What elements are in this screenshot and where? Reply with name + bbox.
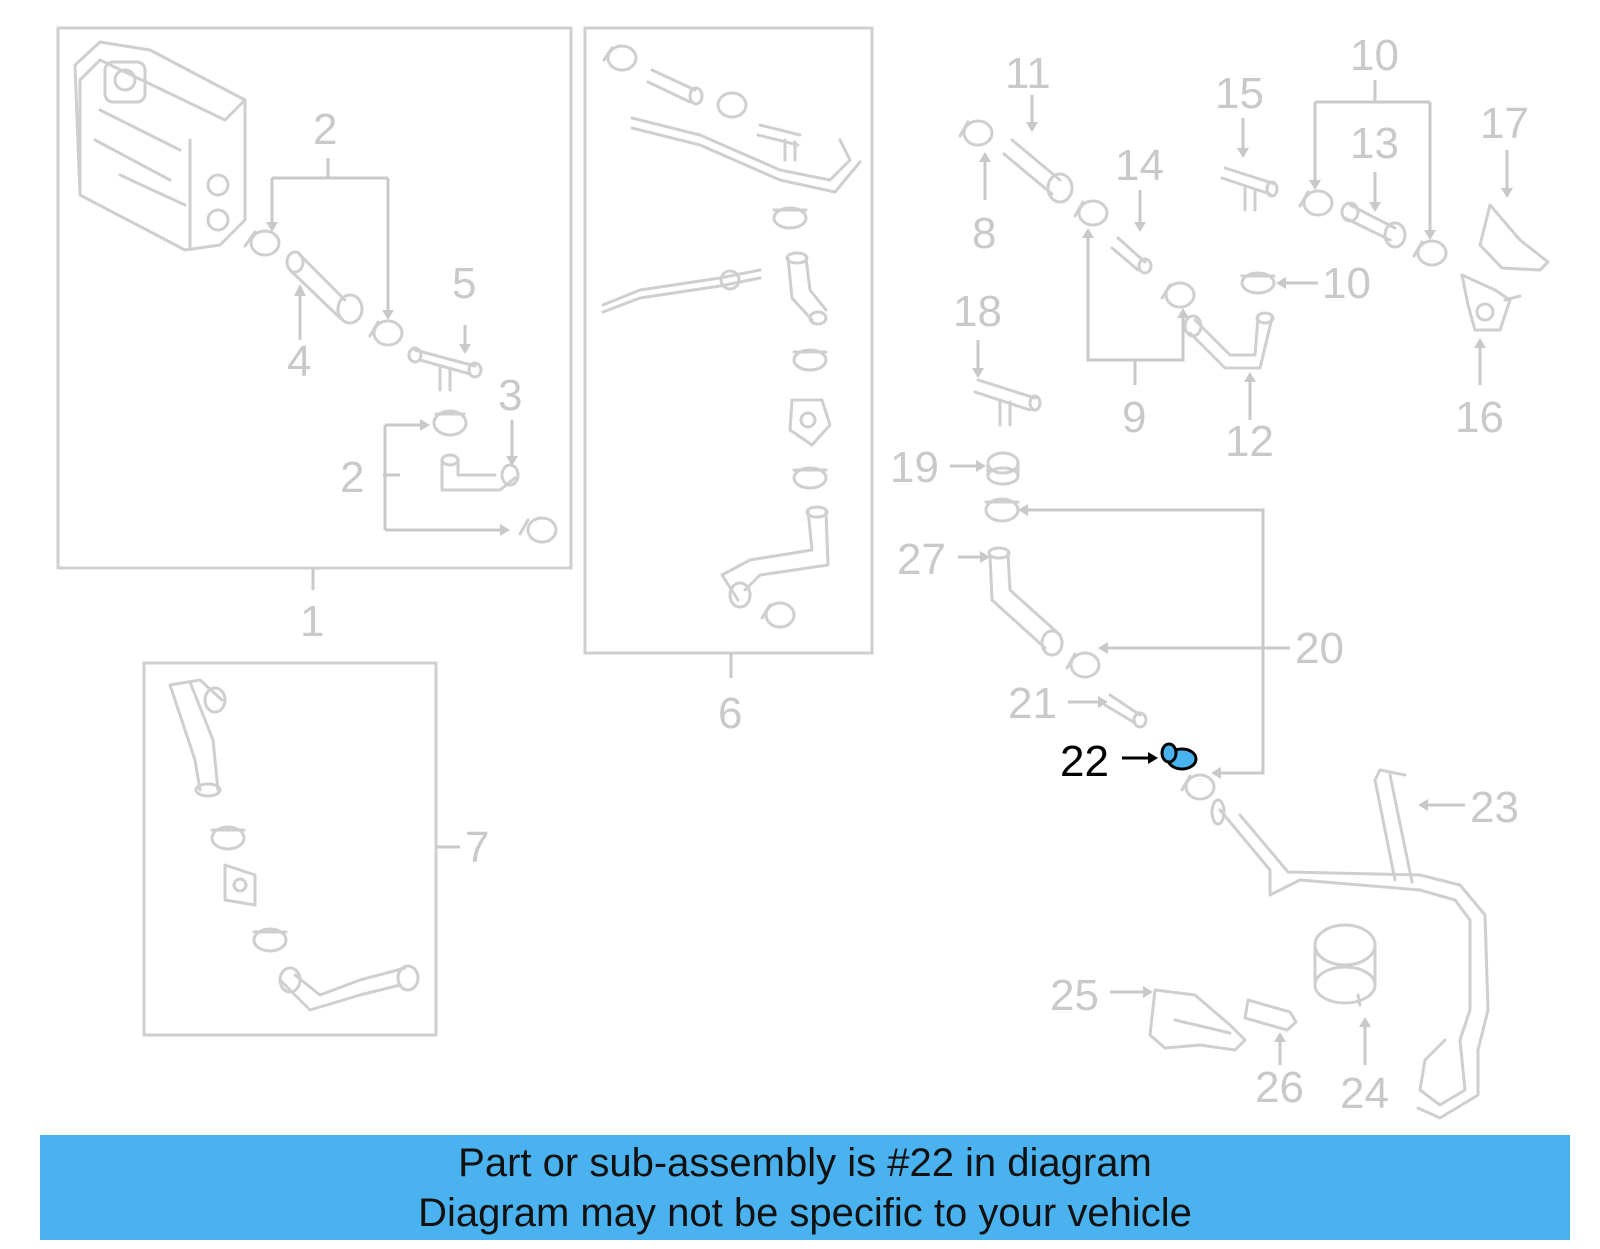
callout-4[interactable]: 4 xyxy=(287,337,311,386)
callout-25[interactable]: 25 xyxy=(1050,971,1099,1020)
callout-8[interactable]: 8 xyxy=(972,209,996,258)
callout-13[interactable]: 13 xyxy=(1350,119,1399,168)
callout-23[interactable]: 23 xyxy=(1470,783,1519,832)
callout-9[interactable]: 9 xyxy=(1122,393,1146,442)
subassembly-box-6 xyxy=(583,26,874,655)
tee-connector-icon xyxy=(407,346,483,392)
banner-line-2: Diagram may not be specific to your vehi… xyxy=(418,1191,1192,1235)
callout-18[interactable]: 18 xyxy=(953,287,1002,336)
callout-2a[interactable]: 2 xyxy=(313,105,337,154)
callout-14[interactable]: 14 xyxy=(1115,141,1164,190)
callout-15[interactable]: 15 xyxy=(1215,69,1264,118)
info-banner: Part or sub-assembly is #22 in diagram D… xyxy=(40,1135,1570,1240)
callout-1[interactable]: 1 xyxy=(300,597,324,646)
clamp-icon xyxy=(518,516,558,544)
callout-22[interactable]: 22 xyxy=(1060,737,1109,786)
subassembly-box-7 xyxy=(142,661,438,1037)
callout-2b[interactable]: 2 xyxy=(340,453,364,502)
clamp-icon xyxy=(432,409,468,437)
part-22-highlight[interactable] xyxy=(1160,742,1198,771)
callout-11[interactable]: 11 xyxy=(1005,49,1051,98)
callout-16[interactable]: 16 xyxy=(1455,393,1504,442)
callout-7[interactable]: 7 xyxy=(465,823,489,872)
callout-10b[interactable]: 10 xyxy=(1322,259,1371,308)
clamp-icon xyxy=(368,319,404,347)
callout-5[interactable]: 5 xyxy=(452,259,476,308)
callout-24[interactable]: 24 xyxy=(1340,1069,1389,1118)
callout-17[interactable]: 17 xyxy=(1480,99,1529,148)
callout-3[interactable]: 3 xyxy=(498,371,522,420)
heater-housing xyxy=(73,40,247,252)
clamp-icon xyxy=(243,229,281,257)
callout-26[interactable]: 26 xyxy=(1255,1063,1304,1112)
callout-20[interactable]: 20 xyxy=(1295,624,1344,673)
callout-27[interactable]: 27 xyxy=(897,535,946,584)
callout-10a[interactable]: 10 xyxy=(1350,31,1399,80)
elbow-hose-icon xyxy=(440,453,520,492)
hose-icon xyxy=(285,250,364,325)
callout-19[interactable]: 19 xyxy=(890,443,939,492)
callout-12[interactable]: 12 xyxy=(1225,417,1274,466)
callout-21[interactable]: 21 xyxy=(1008,679,1057,728)
hose-assembly-6 xyxy=(601,44,862,629)
hose-assembly-7 xyxy=(168,678,420,1012)
banner-line-1: Part or sub-assembly is #22 in diagram xyxy=(458,1141,1152,1185)
callout-6[interactable]: 6 xyxy=(718,689,742,738)
hose-parts-right xyxy=(958,119,1550,1120)
